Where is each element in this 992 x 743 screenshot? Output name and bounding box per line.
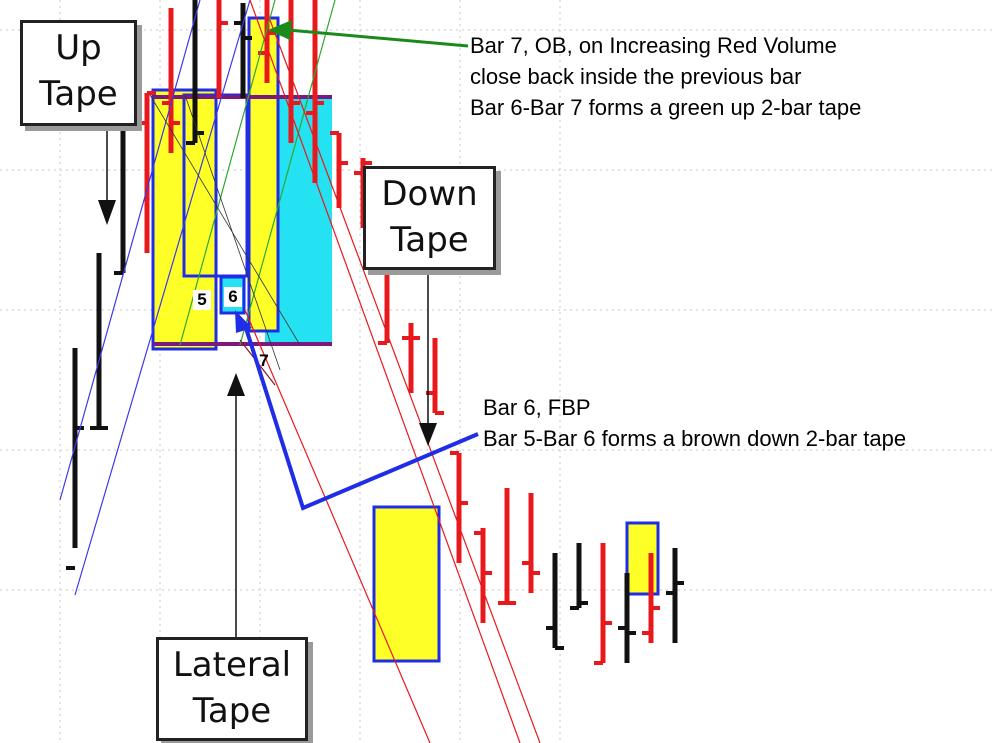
ohlc-bar-20	[522, 493, 540, 593]
up-trend-line-1	[74, 0, 251, 596]
bar-5-label: 5	[193, 290, 211, 310]
down-trend-line-2	[269, 19, 541, 743]
tape-boxes	[151, 16, 660, 663]
ohlc-bar-18	[474, 528, 492, 623]
ohlc-bar-4	[138, 91, 156, 253]
ohlc-bar-26	[666, 548, 684, 643]
down-tape-arrowhead	[419, 423, 437, 446]
bar7-annotation: Bar 7, OB, on Increasing Red Volume clos…	[470, 33, 862, 120]
price-bars	[66, 0, 684, 665]
down-trend-line-3	[244, 309, 431, 743]
ohlc-bar-17	[450, 451, 468, 563]
ohlc-bar-2	[90, 253, 108, 430]
ohlc-bar-19	[498, 488, 516, 605]
green-up-line-1	[179, 0, 276, 346]
up-tape-arrowhead	[98, 200, 116, 225]
ohlc-bar-11	[306, 0, 324, 183]
bar7-annotation-arrow-shaft	[287, 28, 469, 48]
ohlc-bar-6	[186, 0, 204, 145]
range-diagonal-1	[149, 94, 301, 346]
ohlc-bar-5	[162, 8, 180, 153]
range-diagonal-2	[184, 94, 281, 371]
up-trend-line-2	[59, 0, 201, 501]
up-tape-label: Up Tape	[20, 20, 137, 126]
ohlc-bar-15	[402, 323, 420, 393]
ohlc-bar-25	[642, 553, 660, 643]
ohlc-bar-24	[618, 573, 636, 663]
bar7-annotation-arrowhead	[268, 20, 292, 40]
trend-lines	[59, 0, 541, 743]
ohlc-bar-12	[330, 131, 348, 208]
bar6-annotation: Bar 6, FBP Bar 5-Bar 6 forms a brown dow…	[483, 395, 907, 451]
bar-6-label: 6	[224, 287, 242, 307]
ohlc-bar-22	[570, 543, 588, 610]
ohlc-bar-8	[234, 3, 252, 98]
ohlc-bar-7	[216, 0, 228, 98]
lateral-tape-label: Lateral Tape	[156, 637, 308, 741]
bar6-annotation-arrowhead	[235, 310, 252, 333]
bar6-annotation-arrow-shaft	[243, 324, 479, 511]
down-tape-label: Down Tape	[363, 166, 496, 270]
green-up-line-2	[239, 0, 336, 346]
bar-7-label: 7	[259, 351, 269, 370]
down-trend-line-1	[249, 0, 521, 743]
bar7-highlight	[247, 16, 280, 333]
ohlc-bar-23	[594, 543, 612, 665]
lateral-tape-arrowhead	[227, 373, 245, 396]
ohlc-bar-21	[546, 553, 564, 650]
down-bars-highlight	[372, 505, 441, 663]
ohlc-bar-1	[66, 348, 84, 570]
